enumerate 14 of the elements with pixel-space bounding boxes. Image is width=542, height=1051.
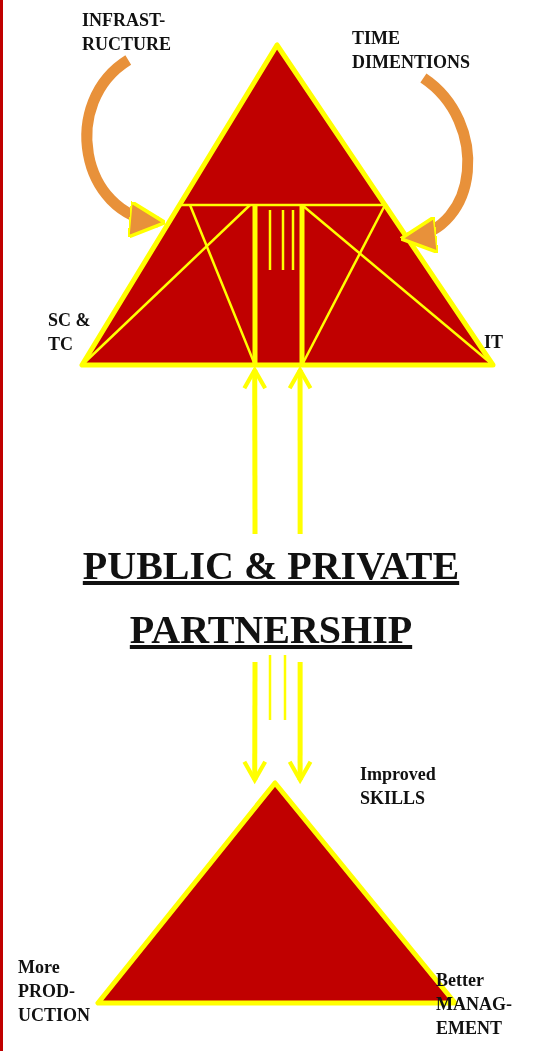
corner-label: Improved SKILLS [360,763,437,810]
arrow [242,662,268,783]
factor-label: TIME DIMENTIONS [352,26,522,74]
corner-label: SC & TC [48,309,92,356]
corner-label: More PROD- UCTION [18,956,91,1027]
curved-arrow [399,73,473,251]
heading-text: PUBLIC & PRIVATE PARTNERSHIP [36,534,506,662]
arrow [242,367,268,534]
corner-label: Better MANAG- EMENT [436,969,513,1040]
factor-label: INFRAST- RUCTURE [82,8,207,56]
corner-label: IT [484,331,504,354]
curved-arrow [81,55,167,236]
arrow [287,662,313,783]
arrow [287,367,313,534]
